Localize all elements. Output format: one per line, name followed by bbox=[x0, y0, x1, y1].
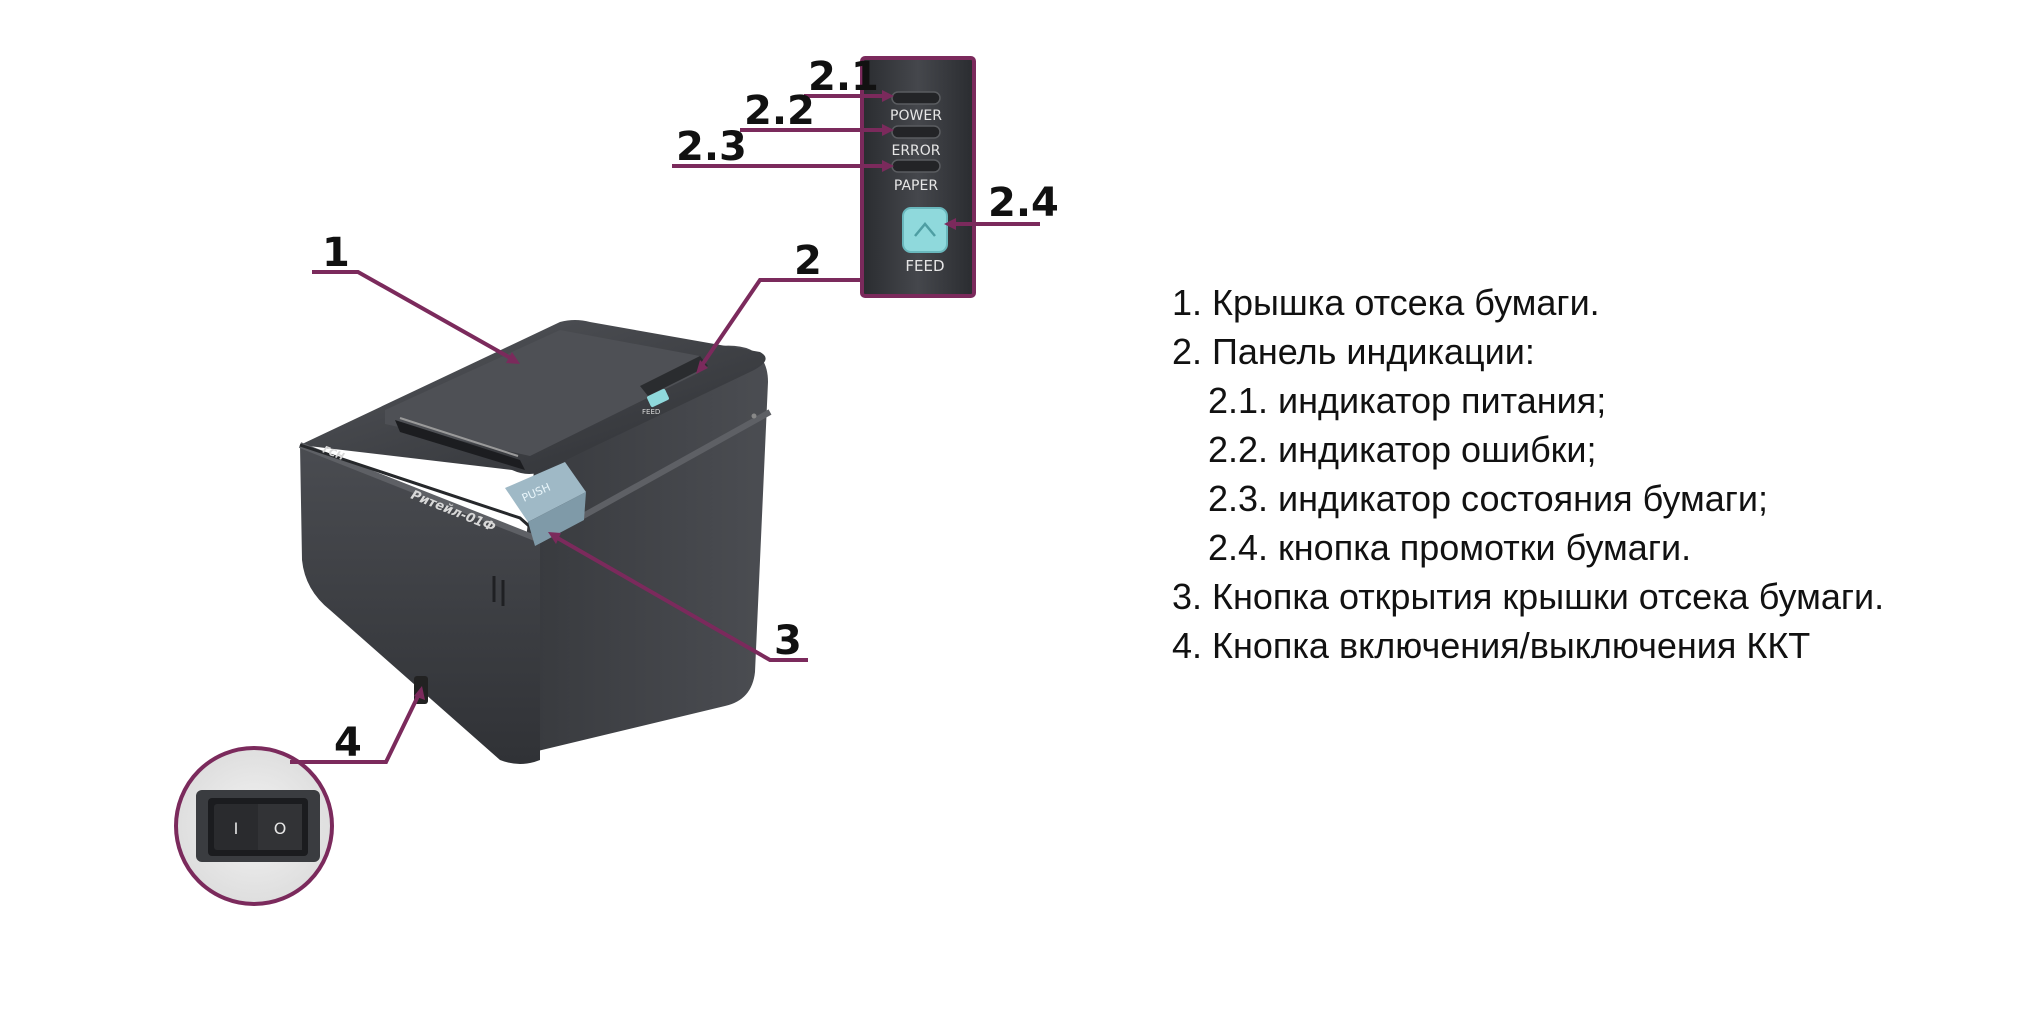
callout-2: 2 bbox=[794, 238, 822, 284]
callout-2-3: 2.3 bbox=[676, 124, 747, 170]
callout-line-3 bbox=[553, 534, 808, 662]
feed-button[interactable] bbox=[902, 207, 948, 253]
paper-label: PAPER bbox=[894, 178, 938, 194]
printer-front bbox=[300, 445, 540, 764]
error-label: ERROR bbox=[891, 143, 940, 159]
paper-cover-top bbox=[385, 330, 700, 456]
legend-item-2: 2. Панель индикации: bbox=[1172, 331, 1535, 372]
cover-open-button[interactable]: PUSH bbox=[505, 462, 586, 546]
callout-arrowheads bbox=[414, 90, 956, 700]
printer-illustration: ГСН Ритейл-01Ф PUSH FEED bbox=[298, 320, 772, 764]
paper-indicator bbox=[891, 159, 941, 173]
printer-mini-feed-label: FEED bbox=[642, 408, 660, 416]
callout-line-4 bbox=[290, 691, 422, 764]
power-label: POWER bbox=[890, 108, 942, 124]
legend-item-2-1: 2.1. индикатор питания; bbox=[1208, 380, 1607, 421]
front-vents bbox=[492, 576, 505, 606]
switch-off-mark: O bbox=[274, 819, 287, 838]
callout-4: 4 bbox=[334, 720, 362, 766]
callout-line-2 bbox=[698, 278, 860, 370]
callout-labels: 1 2 2.1 2.2 2.3 2.4 3 4 bbox=[322, 54, 1059, 766]
legend-list: 1. Крышка отсека бумаги. 2. Панель индик… bbox=[1172, 278, 1992, 670]
callout-3: 3 bbox=[774, 618, 802, 664]
power-indicator bbox=[891, 91, 941, 105]
callout-1: 1 bbox=[322, 230, 350, 276]
legend-item-2-4: 2.4. кнопка промотки бумаги. bbox=[1208, 527, 1692, 568]
legend-item-4: 4. Кнопка включения/выключения ККТ bbox=[1172, 625, 1811, 666]
callout-line-1 bbox=[312, 270, 515, 362]
feed-label: FEED bbox=[905, 257, 944, 275]
callout-2-1: 2.1 bbox=[808, 54, 879, 100]
legend-item-1: 1. Крышка отсека бумаги. bbox=[1172, 282, 1600, 323]
callout-lines bbox=[290, 94, 1040, 764]
error-indicator bbox=[891, 125, 941, 139]
chevron-up-icon bbox=[914, 222, 936, 237]
power-switch[interactable]: I O bbox=[214, 804, 302, 850]
paper-slot bbox=[395, 420, 525, 470]
callout-2-2: 2.2 bbox=[744, 88, 815, 134]
printer-mini-panel: FEED bbox=[640, 356, 708, 416]
indicator-panel: POWER ERROR PAPER FEED bbox=[860, 56, 976, 298]
power-switch-inset: I O bbox=[174, 746, 334, 906]
switch-on-mark: I bbox=[234, 819, 239, 838]
callout-2-4: 2.4 bbox=[988, 180, 1059, 226]
legend-item-2-3: 2.3. индикатор состояния бумаги; bbox=[1208, 478, 1769, 519]
legend-item-3: 3. Кнопка открытия крышки отсека бумаги. bbox=[1172, 576, 1885, 617]
legend-item-2-2: 2.2. индикатор ошибки; bbox=[1208, 429, 1597, 470]
